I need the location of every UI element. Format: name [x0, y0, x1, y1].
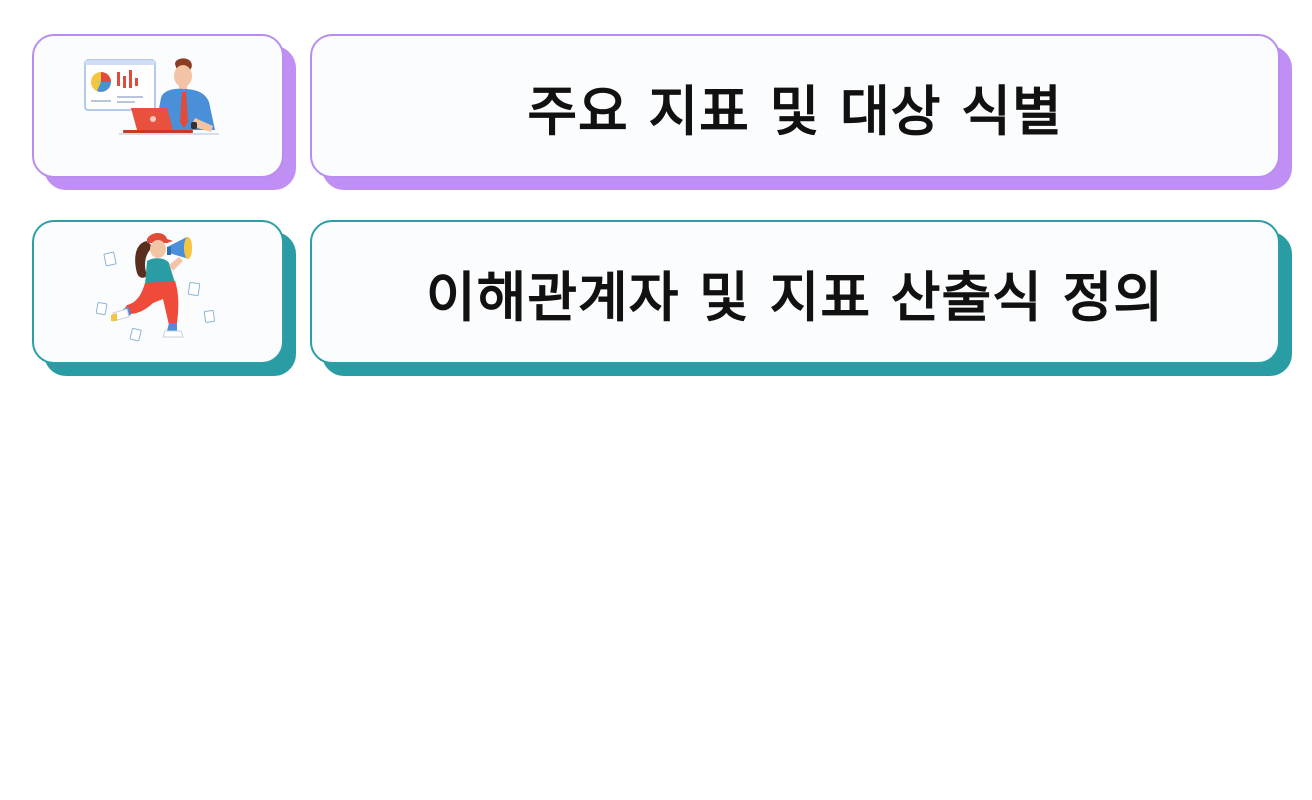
- title-card-2: 이해관계자 및 지표 산출식 정의: [310, 220, 1280, 364]
- analyst-laptop-dashboard-icon: [84, 58, 219, 135]
- list-item-1: 주요 지표 및 대상 식별: [0, 34, 1312, 194]
- icon-card-2: [32, 220, 284, 364]
- item-title: 주요 지표 및 대상 식별: [527, 79, 1063, 143]
- title-card-1: 주요 지표 및 대상 식별: [310, 34, 1280, 178]
- icon-card-1: [32, 34, 284, 178]
- list-item-2: 이해관계자 및 지표 산출식 정의: [0, 220, 1312, 380]
- megaphone-runner-icon: [95, 233, 216, 342]
- item-title: 이해관계자 및 지표 산출식 정의: [425, 265, 1165, 329]
